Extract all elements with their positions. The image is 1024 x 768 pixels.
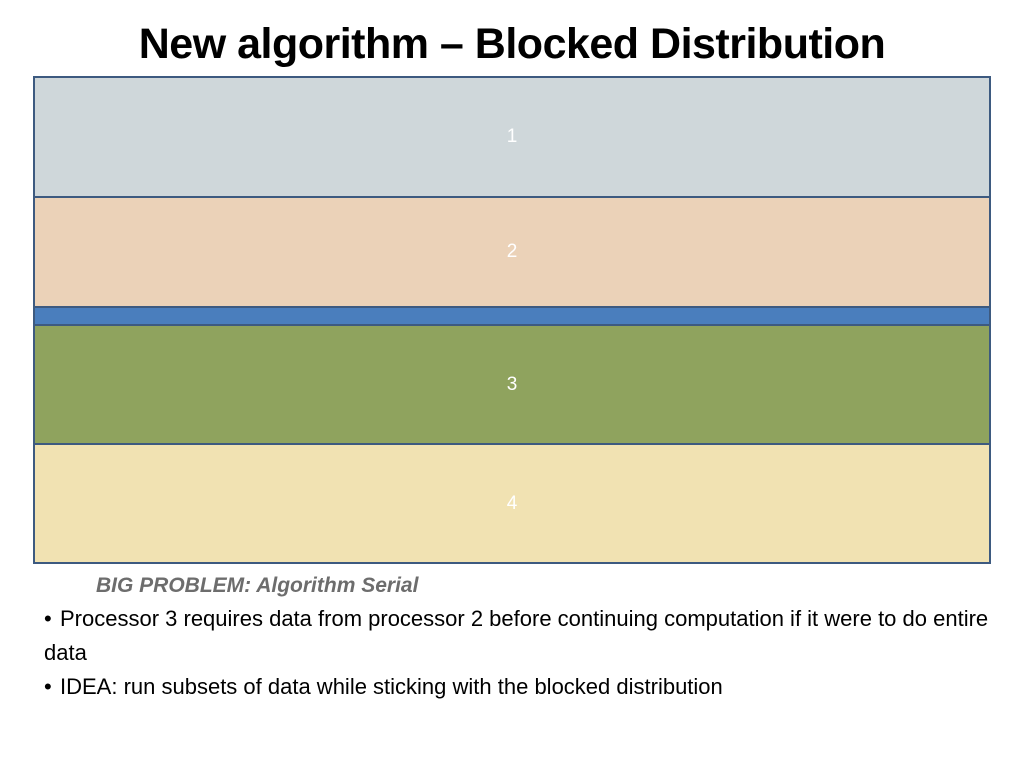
processor-block-label: 4 — [506, 492, 518, 514]
processor-block-label: 2 — [506, 241, 518, 262]
bullet-text: Processor 3 requires data from processor… — [44, 606, 989, 665]
processor-block-label: 1 — [506, 126, 518, 147]
processor-block-4: 4 — [33, 443, 991, 564]
bullet-icon: • — [44, 674, 52, 699]
bullet-item: •Processor 3 requires data from processo… — [44, 602, 994, 670]
boundary-strip — [33, 306, 991, 326]
slide-notes: BIG PROBLEM: Algorithm Serial •Processor… — [44, 570, 994, 704]
problem-heading: BIG PROBLEM: Algorithm Serial — [96, 574, 419, 597]
processor-block-1: 1 — [33, 76, 991, 198]
bullet-icon: • — [44, 606, 52, 631]
bullet-item: • IDEA: run subsets of data while stickin… — [44, 670, 994, 704]
processor-block-3: 3 — [33, 324, 991, 445]
blocked-distribution-diagram: 1 2 3 4 — [33, 76, 991, 564]
processor-block-2: 2 — [33, 196, 991, 308]
processor-block-label: 3 — [506, 373, 518, 395]
slide-title: New algorithm – Blocked Distribution — [138, 20, 886, 68]
bullet-text: IDEA: run subsets of data while sticking… — [60, 674, 723, 699]
